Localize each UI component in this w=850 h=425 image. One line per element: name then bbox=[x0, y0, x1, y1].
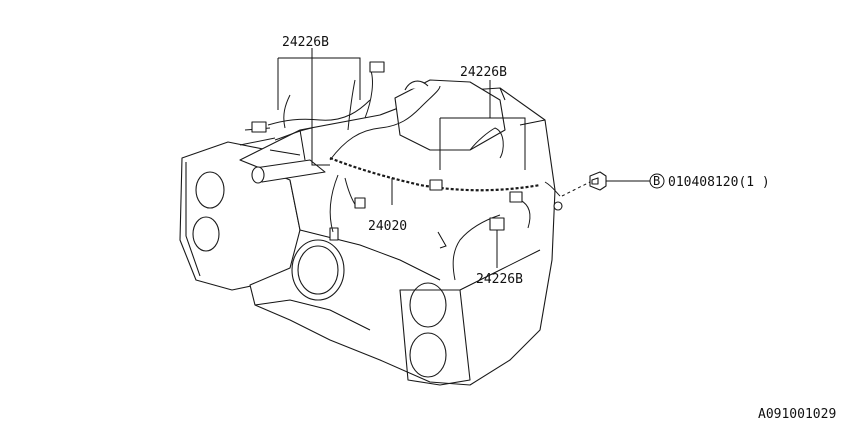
callout-label-24020: 24020 bbox=[368, 219, 407, 234]
bolt-marker-letter: B bbox=[653, 174, 660, 188]
callout-label-24226b-right-top: 24226B bbox=[460, 65, 507, 80]
engine-block bbox=[179, 79, 556, 386]
figure-code: A091001029 bbox=[758, 407, 836, 422]
bolt-dashed-leader bbox=[561, 181, 591, 197]
wiring-harness bbox=[239, 61, 563, 281]
bolt-marker-badge: B bbox=[649, 173, 665, 189]
callout-brackets bbox=[277, 48, 526, 268]
bolt-icon bbox=[589, 171, 607, 191]
callout-label-24226b-top: 24226B bbox=[282, 35, 329, 50]
callout-label-24226b-bottom: 24226B bbox=[476, 272, 523, 287]
bolt-part-number: 010408120(1 ) bbox=[668, 175, 770, 190]
